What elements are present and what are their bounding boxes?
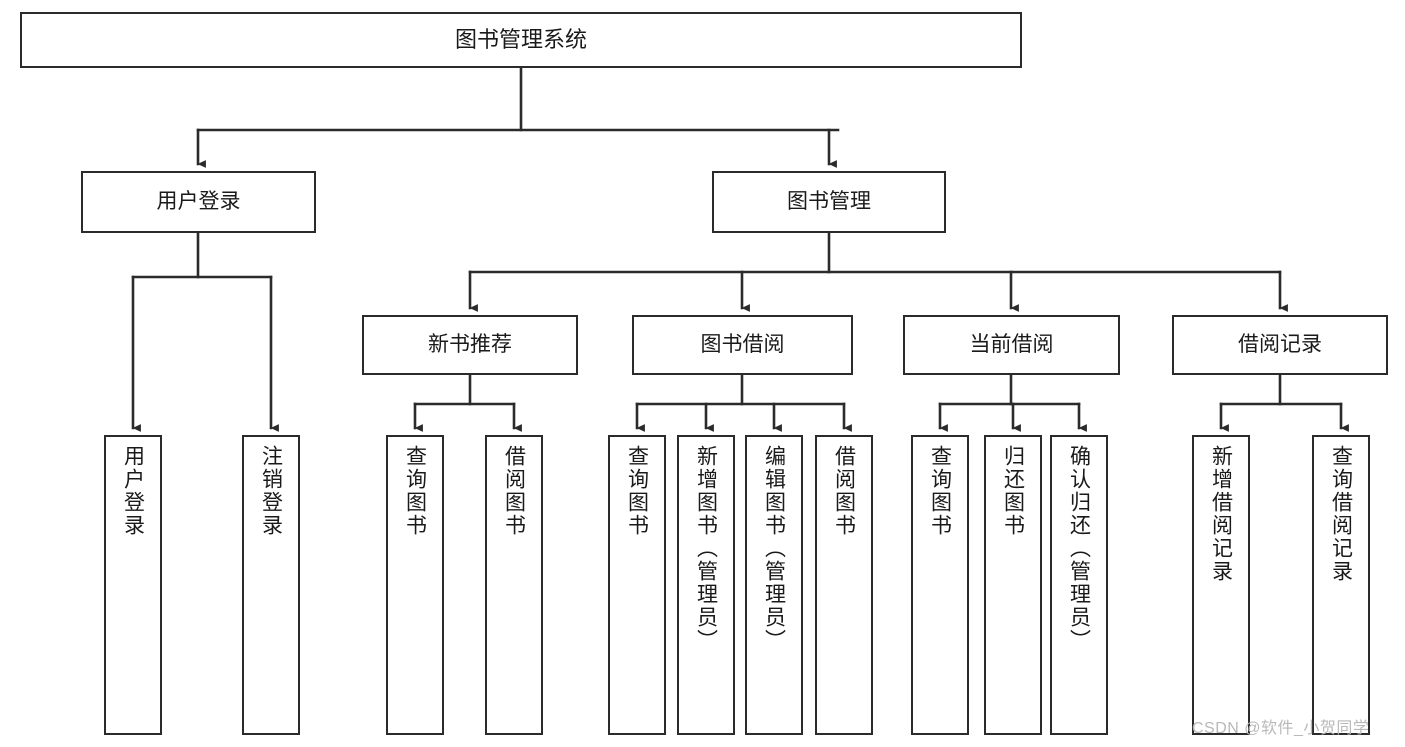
node-book-management[interactable]: 图书管理	[712, 171, 946, 233]
leaf-edit-book-admin[interactable]: 编辑图书（管理员）	[745, 435, 803, 735]
node-label: 用户登录	[156, 190, 241, 214]
node-label: 归还图书	[1001, 445, 1025, 537]
node-root[interactable]: 图书管理系统	[20, 12, 1022, 68]
leaf-borrow-book[interactable]: 借阅图书	[815, 435, 873, 735]
leaf-add-borrow-record[interactable]: 新增借阅记录	[1192, 435, 1250, 735]
node-label: 查询图书	[625, 445, 649, 537]
leaf-logout[interactable]: 注销登录	[242, 435, 300, 735]
node-label: 注销登录	[259, 445, 283, 537]
watermark: CSDN @软件_小贺同学	[1192, 720, 1370, 737]
node-label: 确认归还（管理员）	[1067, 445, 1091, 652]
leaf-add-book-admin[interactable]: 新增图书（管理员）	[677, 435, 735, 735]
leaf-user-login[interactable]: 用户登录	[104, 435, 162, 735]
node-label: 图书管理	[787, 190, 871, 214]
node-book-borrow[interactable]: 图书借阅	[632, 315, 853, 375]
node-new-book-recommend[interactable]: 新书推荐	[362, 315, 578, 375]
leaf-confirm-return-admin[interactable]: 确认归还（管理员）	[1050, 435, 1108, 735]
node-label: 查询图书	[928, 445, 952, 537]
node-label: 查询借阅记录	[1329, 445, 1353, 583]
leaf-query-book-current[interactable]: 查询图书	[911, 435, 969, 735]
node-label: 借阅图书	[502, 445, 526, 537]
node-label: 借阅图书	[832, 445, 856, 537]
node-user-login[interactable]: 用户登录	[81, 171, 316, 233]
node-label: 编辑图书（管理员）	[762, 445, 786, 652]
leaf-return-book[interactable]: 归还图书	[984, 435, 1042, 735]
leaf-query-borrow-record[interactable]: 查询借阅记录	[1312, 435, 1370, 735]
node-label: 图书管理系统	[454, 26, 587, 52]
node-borrow-record[interactable]: 借阅记录	[1172, 315, 1388, 375]
leaf-query-book-recommend[interactable]: 查询图书	[386, 435, 444, 735]
node-label: 新书推荐	[428, 333, 512, 357]
node-label: 用户登录	[121, 445, 145, 537]
leaf-query-book-borrow[interactable]: 查询图书	[608, 435, 666, 735]
node-label: 当前借阅	[969, 333, 1054, 357]
node-label: 新增借阅记录	[1209, 445, 1233, 583]
node-label: 查询图书	[403, 445, 427, 537]
node-label: 新增图书（管理员）	[694, 445, 718, 652]
leaf-borrow-book-recommend[interactable]: 借阅图书	[485, 435, 543, 735]
node-current-borrow[interactable]: 当前借阅	[903, 315, 1120, 375]
node-label: 图书借阅	[700, 333, 785, 357]
node-label: 借阅记录	[1238, 333, 1322, 357]
